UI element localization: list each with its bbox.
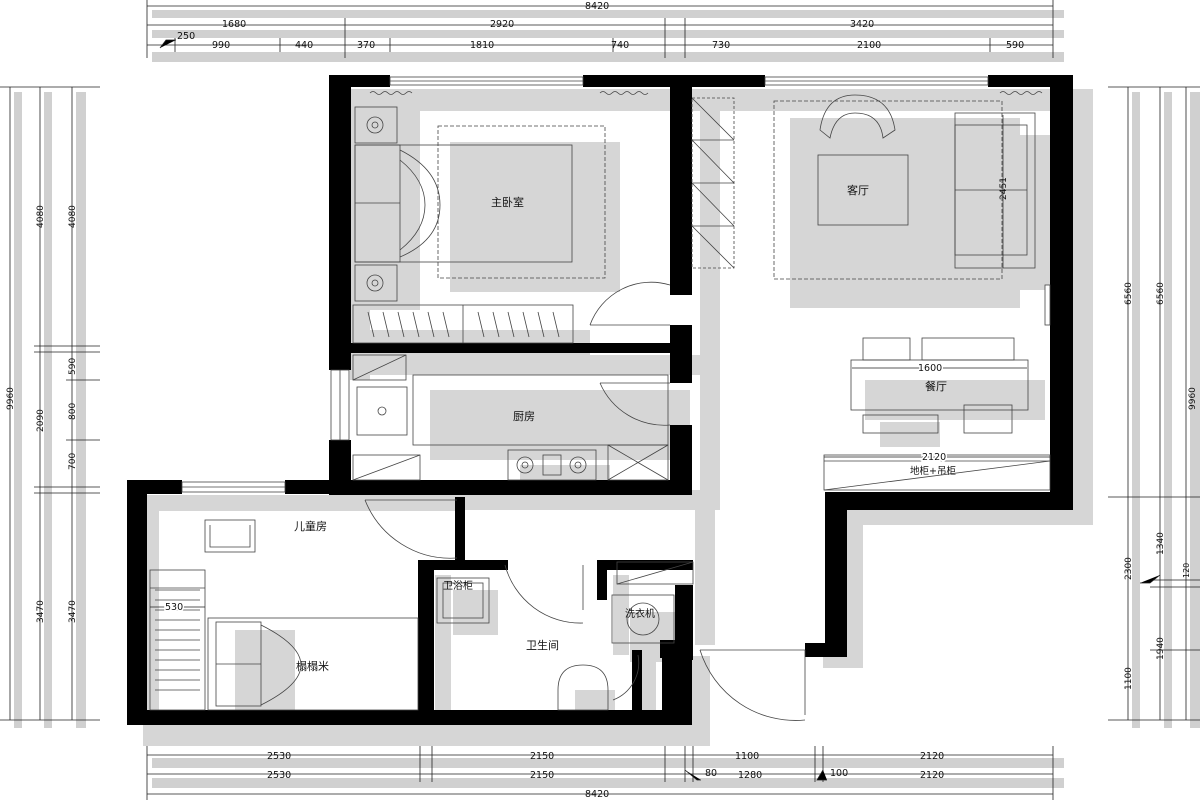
top-row2-9: 590 [1006, 40, 1024, 51]
top-row2-8: 2100 [857, 40, 881, 51]
right-mid-2: 2300 [1124, 557, 1134, 580]
bottom-row2-3: 80 [705, 768, 717, 779]
label-dining-room: 餐厅 [925, 379, 947, 393]
top-row2-3: 440 [295, 40, 313, 51]
label-cabinets: 地柜+吊柜 [910, 465, 956, 477]
left-mid-1: 4080 [36, 205, 46, 228]
dim-sofa: 2451 [999, 177, 1009, 200]
top-row2-2: 990 [212, 40, 230, 51]
right-inner-2: 1340 [1156, 532, 1166, 555]
label-tatami: 榻榻米 [296, 659, 329, 673]
left-inner-5: 3470 [68, 600, 78, 623]
label-bathroom: 卫生间 [526, 638, 559, 652]
label-kitchen: 厨房 [513, 410, 535, 423]
bottom-row1-3: 1100 [735, 751, 759, 762]
top-row2-4: 370 [357, 40, 375, 51]
walls [127, 75, 1073, 725]
right-inner-4: 1940 [1156, 637, 1166, 660]
left-inner-2: 590 [68, 358, 78, 375]
bottom-row2-2: 2150 [530, 770, 554, 781]
left-inner-3: 800 [68, 403, 78, 420]
label-bath-cabinet: 卫浴柜 [443, 579, 473, 592]
bottom-row2-4: 1280 [738, 770, 762, 781]
bottom-row2-1: 2530 [267, 770, 291, 781]
bottom-row2-6: 2120 [920, 770, 944, 781]
dim-dining-table: 1600 [918, 363, 942, 374]
right-total: 9960 [1188, 387, 1198, 410]
left-dimensions: 9960 4080 2090 3470 4080 590 800 700 347… [0, 86, 100, 728]
top-row1-2: 2920 [490, 19, 514, 30]
bottom-row1-1: 2530 [267, 751, 291, 762]
top-row2-5: 1810 [470, 40, 494, 51]
right-dimensions: 9960 6560 2300 6560 1340 120 1940 1100 [1108, 86, 1200, 728]
bottom-total: 8420 [585, 789, 609, 800]
right-inner-3: 120 [1182, 563, 1191, 578]
label-kids-room: 儿童房 [294, 519, 327, 533]
label-master-bedroom: 主卧室 [491, 195, 524, 209]
right-inner-1: 6560 [1156, 282, 1166, 305]
bottom-row1-2: 2150 [530, 751, 554, 762]
windows [181, 76, 1051, 493]
top-dimensions: 8420 1680 2920 3420 250 990 440 370 1810… [146, 0, 1064, 62]
top-row2-6: 740 [611, 40, 629, 51]
inner-dimensions: 2451 1600 2120 530 [150, 115, 1050, 615]
furniture [149, 91, 1051, 721]
left-mid-2: 2090 [36, 409, 46, 432]
label-washing-machine: 洗衣机 [625, 607, 655, 620]
left-total: 9960 [6, 387, 16, 410]
right-inner-5: 1100 [1124, 667, 1134, 690]
label-living-room: 客厅 [847, 183, 869, 197]
left-inner-1: 4080 [68, 205, 78, 228]
top-total: 8420 [585, 1, 609, 12]
room-labels: 主卧室 客厅 餐厅 厨房 儿童房 卫生间 榻榻米 卫浴柜 洗衣机 地柜+吊柜 [294, 183, 956, 673]
top-row2-1: 250 [177, 31, 195, 42]
bottom-row1-4: 2120 [920, 751, 944, 762]
wall-shadows [143, 89, 1093, 746]
left-mid-3: 3470 [36, 600, 46, 623]
top-row1-1: 1680 [222, 19, 246, 30]
bottom-dimensions: 2530 2150 1100 2120 2530 2150 80 1280 10… [146, 746, 1064, 800]
right-mid-1: 6560 [1124, 282, 1134, 305]
top-row1-3: 3420 [850, 19, 874, 30]
top-row2-7: 730 [712, 40, 730, 51]
bottom-row2-5: 100 [830, 768, 848, 779]
left-inner-4: 700 [68, 453, 78, 470]
dim-cabinet-run: 2120 [922, 452, 946, 463]
dim-wardrobe: 530 [165, 602, 183, 613]
